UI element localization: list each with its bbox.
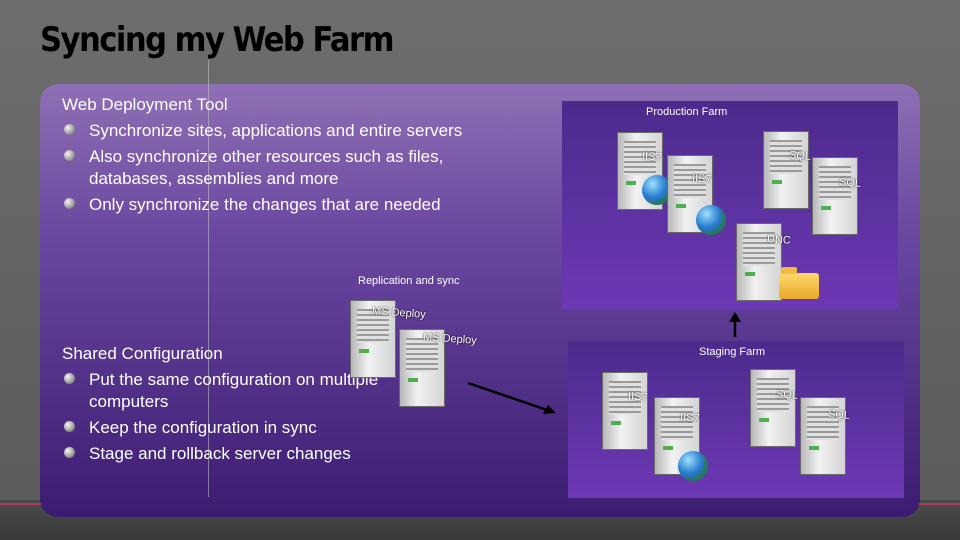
server-icon [399,329,445,407]
bullet-text: Keep the configuration in sync [89,418,317,437]
bullet-icon [64,447,75,458]
section-web-deployment: Web Deployment Tool Synchronize sites, a… [62,94,472,220]
production-farm: Production Farm IIS7 IIS7 SQL SQL UNC [562,101,898,309]
server-icon [800,397,846,475]
bullet-item: Also synchronize other resources such as… [62,146,472,190]
section-heading: Web Deployment Tool [62,95,228,114]
server-label: IIS7 [691,172,712,186]
bullet-item: Synchronize sites, applications and enti… [62,120,472,142]
server-icon [617,132,663,210]
bullet-text: Only synchronize the changes that are ne… [89,195,441,214]
bullet-text: Also synchronize other resources such as… [89,147,444,188]
server-label: SQL [838,176,862,190]
server-label: SQL [788,149,812,163]
server-label: SQL [827,408,851,422]
server-label: SQL [775,388,799,402]
replication-label: Replication and sync [358,275,460,287]
server-icon [736,223,782,301]
globe-icon [678,451,708,481]
bullet-item: Put the same configuration on multiple c… [62,369,382,413]
server-icon [750,369,796,447]
folder-icon [779,267,819,299]
bullet-item: Only synchronize the changes that are ne… [62,194,472,216]
server-label: UNC [766,233,792,247]
slide-title: Syncing my Web Farm [40,20,394,60]
server-icon [763,131,809,209]
globe-icon [696,205,726,235]
bullet-text: Synchronize sites, applications and enti… [89,121,463,140]
server-icon [602,372,648,450]
server-label: IIS7 [641,150,662,164]
bullet-item: Keep the configuration in sync [62,417,382,439]
divider-line [208,60,209,497]
bullet-icon [64,150,75,161]
server-label: IIS7 [679,411,700,425]
bullet-icon [64,198,75,209]
bullet-text: Put the same configuration on multiple c… [89,370,379,411]
bullet-icon [64,373,75,384]
section-shared-configuration: Shared Configuration Put the same config… [62,343,382,469]
bullet-icon [64,421,75,432]
server-icon [350,300,396,378]
staging-farm-label: Staging Farm [699,346,766,358]
bullet-text: Stage and rollback server changes [89,444,351,463]
server-icon [812,157,858,235]
production-farm-label: Production Farm [646,106,728,118]
server-label: IIS7 [627,390,648,404]
section-heading: Shared Configuration [62,344,223,363]
staging-farm: Staging Farm IIS7 IIS7 SQL SQL [568,341,904,498]
bullet-item: Stage and rollback server changes [62,443,382,465]
bullet-icon [64,124,75,135]
